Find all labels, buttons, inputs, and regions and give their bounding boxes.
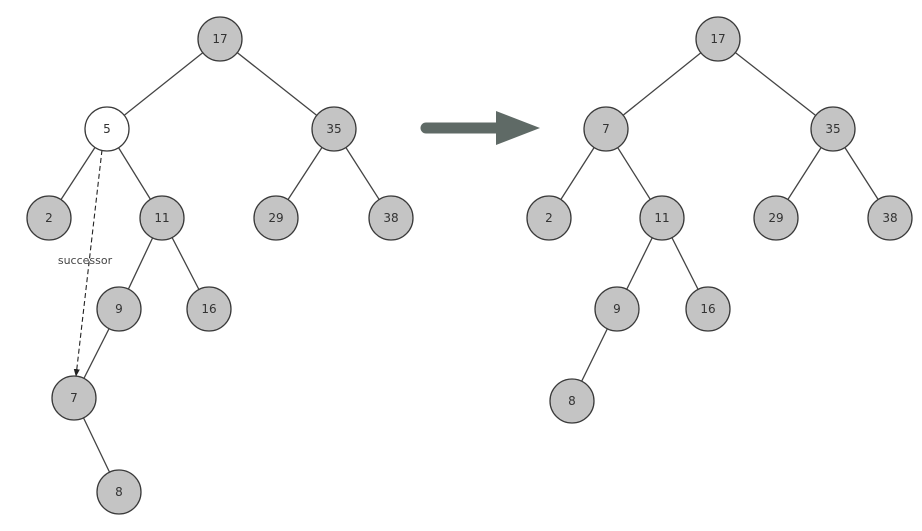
node-circle [368,195,414,241]
before-node-2: 2 [26,195,72,241]
node-circle [197,16,243,62]
after-edge [605,38,719,130]
node-circle [84,106,130,152]
successor-label: successor [58,254,113,267]
node-circle [51,375,97,421]
node-circle [96,286,142,332]
node-circle [583,106,629,152]
node-label: 17 [212,32,227,46]
node-circle [594,286,640,332]
node-label: 11 [654,211,669,225]
successor-pointer [73,149,103,377]
before-node-29: 29 [253,195,299,241]
before-node-16: 16 [186,286,232,332]
transformation-arrow-head [496,111,540,145]
before-node-11: 11 [139,195,185,241]
before-edge [106,38,221,130]
node-label: 2 [45,211,53,225]
node-circle [311,106,357,152]
before-edge [219,38,335,130]
before-node-17: 17 [197,16,243,62]
node-label: 8 [115,485,123,499]
before-node-8: 8 [96,469,142,515]
node-circle [753,195,799,241]
after-node-29: 29 [753,195,799,241]
node-label: 38 [882,211,897,225]
node-label: 29 [768,211,783,225]
after-node-2: 2 [526,195,572,241]
node-label: 9 [115,302,123,316]
after-node-35: 35 [810,106,856,152]
before-node-5: 5 [84,106,130,152]
after-tree: 17 7 35 2 11 29 38 9 16 8 [526,16,913,424]
node-label: 5 [103,122,111,136]
before-node-7: 7 [51,375,97,421]
after-tree-edges [548,38,891,402]
node-label: 11 [154,211,169,225]
node-circle [867,195,913,241]
node-label: 2 [545,211,553,225]
node-circle [186,286,232,332]
node-label: 9 [613,302,621,316]
node-circle [526,195,572,241]
after-node-9: 9 [594,286,640,332]
node-label: 16 [201,302,216,316]
node-circle [549,378,595,424]
after-node-7: 7 [583,106,629,152]
node-label: 38 [383,211,398,225]
node-label: 35 [326,122,341,136]
after-node-8: 8 [549,378,595,424]
after-node-38: 38 [867,195,913,241]
after-node-16: 16 [685,286,731,332]
before-tree: 17 5 35 2 11 29 38 9 16 7 8 [26,16,414,515]
after-edge [717,38,834,130]
node-label: 35 [825,122,840,136]
node-label: 17 [710,32,725,46]
node-circle [685,286,731,332]
after-node-11: 11 [639,195,685,241]
node-circle [810,106,856,152]
node-label: 7 [70,391,78,405]
node-label: 8 [568,394,576,408]
node-circle [639,195,685,241]
node-label: 7 [602,122,610,136]
node-label: 16 [700,302,715,316]
node-circle [96,469,142,515]
after-node-17: 17 [695,16,741,62]
before-node-38: 38 [368,195,414,241]
node-label: 29 [268,211,283,225]
transformation-arrow [420,111,540,145]
before-node-35: 35 [311,106,357,152]
node-circle [139,195,185,241]
node-circle [253,195,299,241]
before-node-9: 9 [96,286,142,332]
node-circle [695,16,741,62]
node-circle [26,195,72,241]
